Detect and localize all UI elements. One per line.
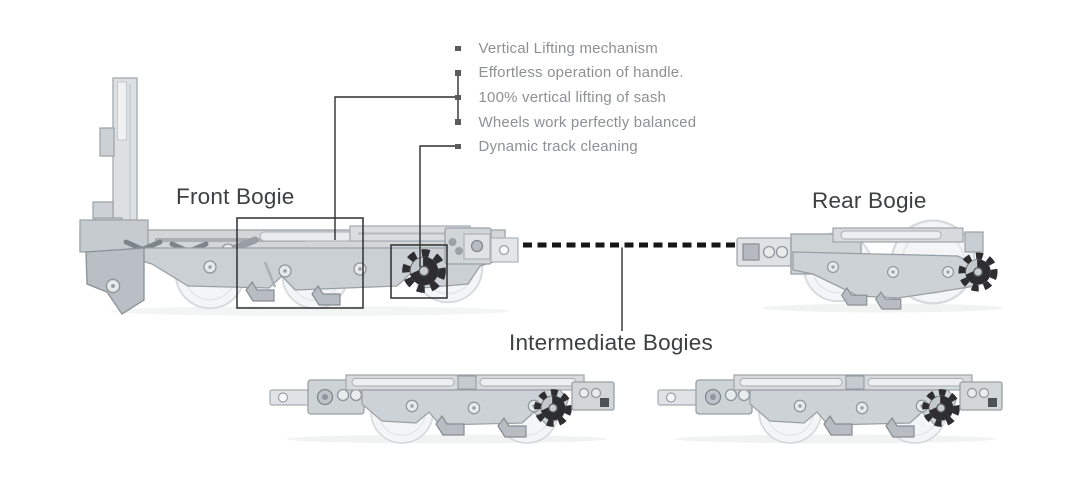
feature-item-label: 100% vertical lifting of sash — [478, 88, 667, 106]
feature-item-label: Wheels work perfectly balanced — [478, 113, 697, 131]
front-bogie-label: Front Bogie — [176, 184, 295, 209]
gear-wheel-icon — [962, 256, 994, 288]
feature-item-label: Dynamic track cleaning — [478, 138, 638, 156]
feature-item: Wheels work perfectly balanced — [449, 110, 696, 135]
feature-item-label: Vertical Lifting mechanism — [478, 39, 658, 57]
gear-wheel-icon — [406, 253, 442, 289]
feature-list: Vertical Lifting mechanism Effortless op… — [449, 36, 696, 159]
feature-item: Vertical Lifting mechanism — [449, 36, 696, 61]
feature-item: Effortless operation of handle. — [449, 61, 696, 86]
feature-item: Dynamic track cleaning — [449, 134, 696, 159]
bullet-square-icon — [455, 94, 461, 101]
feature-item: 100% vertical lifting of sash — [449, 85, 696, 110]
bullet-square-icon — [455, 143, 461, 150]
bullet-square-icon — [455, 119, 461, 125]
intermediate-bogie-2-illustration — [650, 366, 1010, 446]
rear-bogie-illustration — [736, 219, 1003, 313]
bullet-square-icon — [455, 70, 461, 76]
feature-item-label: Effortless operation of handle. — [478, 64, 684, 82]
bullet-square-icon — [455, 45, 461, 52]
intermediate-bogie-1-illustration — [262, 366, 622, 446]
intermediate-bogies-label: Intermediate Bogies — [509, 330, 713, 355]
rear-bogie-label: Rear Bogie — [812, 188, 927, 213]
